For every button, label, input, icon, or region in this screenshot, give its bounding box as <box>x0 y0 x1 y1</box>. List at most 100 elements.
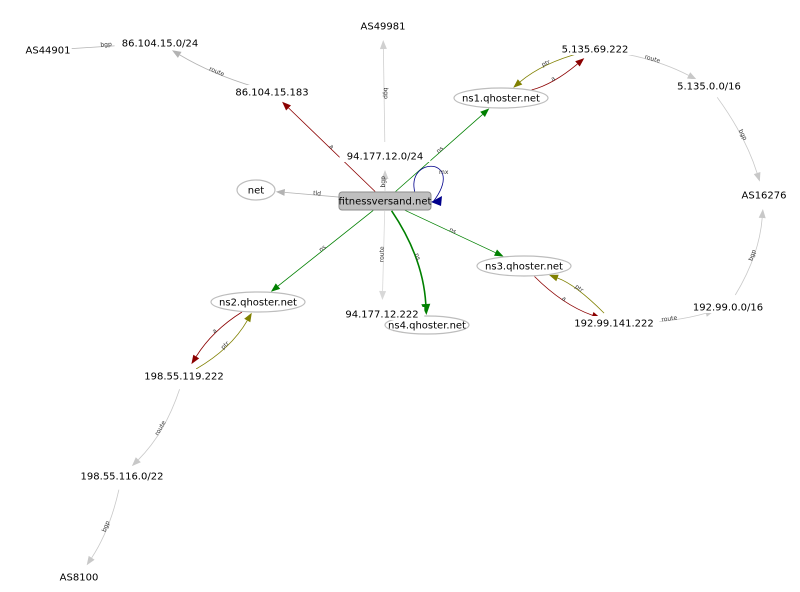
node-pfx2[interactable]: 94.177.12.0/24 <box>339 149 431 163</box>
edge-label: ns <box>435 145 445 155</box>
arrowhead <box>86 555 95 566</box>
node-as1[interactable]: AS44901 <box>24 43 72 57</box>
edge-line <box>288 107 376 192</box>
edge-label: mx <box>439 169 449 176</box>
node-ns1[interactable]: ns1.qhoster.net <box>453 87 549 109</box>
edge-line <box>277 210 374 287</box>
node-label-backdrop <box>229 85 315 98</box>
edge-label: ns <box>318 244 328 254</box>
node-ip1[interactable]: 86.104.15.183 <box>229 85 315 99</box>
arrowhead <box>421 303 431 315</box>
edge-ns1-ip3: a <box>531 58 585 91</box>
edge-line <box>534 276 593 316</box>
node-pfx3[interactable]: 5.135.0.0/16 <box>669 79 749 93</box>
node-pfx4[interactable]: 192.99.0.0/16 <box>685 300 771 314</box>
node-label-backdrop <box>685 300 771 313</box>
node-label-backdrop <box>568 316 660 329</box>
node-label: AS8100 <box>60 573 99 584</box>
node-ns3[interactable]: ns3.qhoster.net <box>476 255 572 277</box>
arrowhead <box>687 72 697 80</box>
arrowhead <box>381 170 389 179</box>
node-label: fitnessversand.net <box>339 197 432 208</box>
edge-line <box>195 311 243 357</box>
node-ns4[interactable]: ns4.qhoster.net <box>384 315 470 335</box>
node-label: 198.55.119.222 <box>144 372 224 383</box>
arrowhead <box>494 249 504 257</box>
edge-line <box>390 210 427 305</box>
edge-domain-ns1: ns <box>395 108 490 192</box>
edge-pfx4-as3: bgp <box>734 209 766 296</box>
node-label-backdrop <box>24 43 72 56</box>
edge-line <box>91 489 120 559</box>
node-pfx1[interactable]: 86.104.15.0/24 <box>114 36 206 50</box>
node-label-backdrop <box>73 469 171 482</box>
node-ip2[interactable]: 94.177.12.222 <box>339 307 425 321</box>
arrowhead <box>379 40 387 50</box>
node-ellipse <box>476 255 572 277</box>
node-ip5[interactable]: 198.55.119.222 <box>138 369 230 383</box>
node-as2[interactable]: AS49981 <box>359 19 407 33</box>
edge-line <box>195 320 248 370</box>
edge-domain-ns2: ns <box>270 210 374 292</box>
node-label-backdrop <box>339 307 425 320</box>
edge-label: route <box>644 54 662 65</box>
arrowhead <box>379 290 387 300</box>
node-label: ns2.qhoster.net <box>219 298 297 309</box>
node-label: 192.99.0.0/16 <box>693 303 763 314</box>
node-domain[interactable]: fitnessversand.net <box>338 191 432 211</box>
nodes-layer: fitnessversand.net net ns1.qhoster.net ns2.… <box>24 19 788 584</box>
node-label: ns4.qhoster.net <box>388 321 466 332</box>
edge-label: a <box>560 295 567 303</box>
node-label-backdrop <box>58 570 100 583</box>
node-ellipse <box>210 291 306 313</box>
node-pfx5[interactable]: 198.55.116.0/22 <box>73 469 171 483</box>
arrowhead <box>275 189 285 196</box>
edge-label: bgp <box>747 249 757 262</box>
node-ns2[interactable]: ns2.qhoster.net <box>210 291 306 313</box>
node-label: 86.104.15.0/24 <box>122 39 199 50</box>
arrowhead <box>431 196 442 206</box>
node-label: net <box>248 186 264 197</box>
edge-domain-ip2: route <box>378 210 387 300</box>
node-label-backdrop <box>555 42 635 55</box>
edge-domain-ns3: ns <box>403 209 504 257</box>
node-net[interactable]: net <box>236 179 276 201</box>
node-ip4[interactable]: 192.99.141.222 <box>568 316 660 330</box>
edge-label: route <box>661 315 678 324</box>
node-label: 5.135.69.222 <box>562 45 629 56</box>
edge-ns2-ip5: a <box>191 311 243 365</box>
arrowhead <box>282 101 291 111</box>
arrowhead <box>244 312 252 323</box>
edge-label: ptr <box>541 58 552 68</box>
edge-label: a <box>211 327 219 335</box>
edge-pfx3-as3: bgp <box>716 97 761 182</box>
edge-domain-pfx2: bgp <box>380 170 389 191</box>
edge-ip3-ns1: ptr <box>513 52 582 88</box>
edge-line <box>138 389 180 461</box>
edge-line <box>403 209 496 254</box>
arrowhead <box>575 58 585 67</box>
node-label: 86.104.15.183 <box>235 88 308 99</box>
edge-line <box>531 63 578 91</box>
edge-line <box>557 277 605 314</box>
node-label: 5.135.0.0/16 <box>677 82 741 93</box>
edge-label: route <box>154 419 168 436</box>
node-label: 192.99.141.222 <box>574 319 654 330</box>
edge-label: ptr <box>573 283 585 294</box>
node-label: 94.177.12.0/24 <box>347 152 424 163</box>
node-label: ns1.qhoster.net <box>462 94 540 105</box>
arrowhead <box>513 79 523 88</box>
node-as3[interactable]: AS16276 <box>740 188 788 202</box>
node-label-backdrop <box>138 369 230 382</box>
edge-domain-ns4: ns <box>390 210 431 315</box>
node-label-backdrop <box>359 19 407 32</box>
node-as4[interactable]: AS8100 <box>58 570 100 584</box>
node-label: AS49981 <box>361 22 406 33</box>
edge-pfx2-as2: bgp <box>379 40 389 143</box>
node-ip3[interactable]: 5.135.69.222 <box>555 42 635 56</box>
arrowhead <box>758 209 766 219</box>
node-box <box>338 191 432 211</box>
